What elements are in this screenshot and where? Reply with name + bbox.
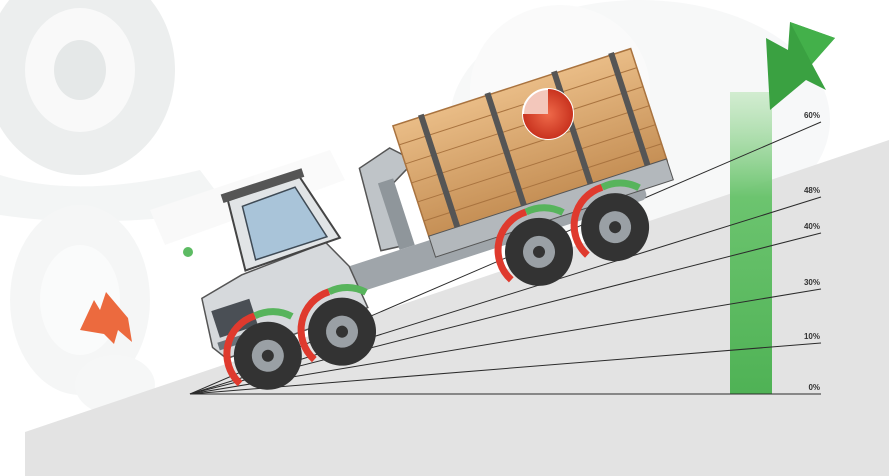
grade-label-40: 40% [804,222,820,231]
grade-label-48: 48% [804,186,820,195]
eco-indicator-icon [183,247,193,257]
grade-label-60: 60% [804,111,820,120]
load-pie-icon [523,89,573,139]
grade-label-30: 30% [804,278,820,287]
grade-label-10: 10% [804,332,820,341]
grade-label-0: 0% [808,383,820,392]
